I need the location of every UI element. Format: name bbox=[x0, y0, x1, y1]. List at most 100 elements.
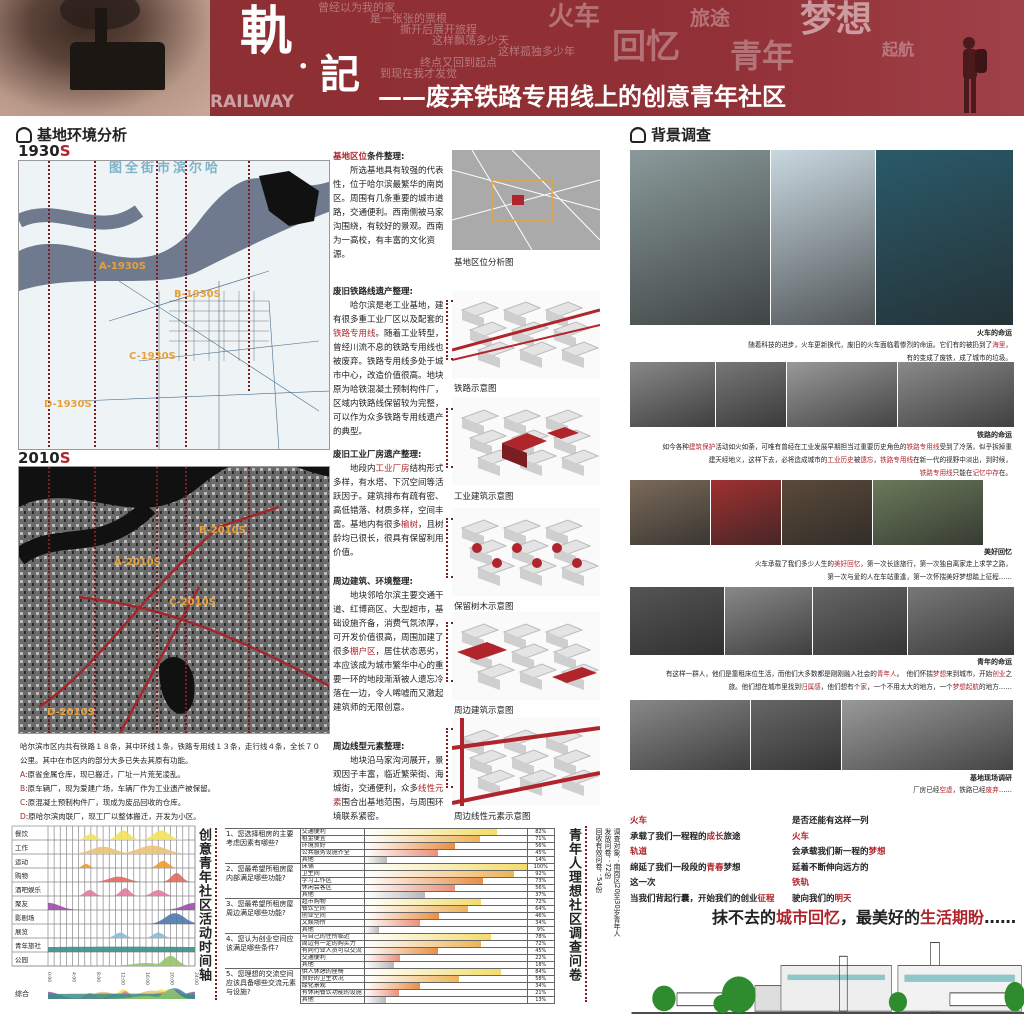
text-segment: 之 bbox=[1005, 670, 1012, 678]
diagram-caption: 保留树木示意图 bbox=[454, 602, 514, 612]
caption-line: 随着科技的进步，火车更新换代，废旧的火车面临着惨烈的命运。它们有的被扔到了海里， bbox=[748, 339, 1012, 352]
activity-area-展览 bbox=[48, 932, 195, 938]
mid-text-block: 基地区位条件整理:所选基地具有较强的代表性，位于哈尔滨最繁华的南岗区。周围有几条… bbox=[333, 150, 445, 262]
text-segment: …… bbox=[998, 786, 1012, 794]
survey-percent: 9% bbox=[526, 926, 556, 934]
survey-bar bbox=[364, 997, 386, 1003]
poem-line: 驶向我们的明天 bbox=[792, 892, 886, 908]
background-photo bbox=[873, 480, 983, 545]
survey-option: 其他 bbox=[299, 856, 365, 864]
x-tick-label: 4:00 bbox=[71, 972, 77, 982]
text-segment: 承载了我们一程程的 bbox=[630, 831, 707, 842]
poem-left: 火车承载了我们一程程的成长旅途轨道绵延了我们一段段的青春梦想这一次当我们背起行囊… bbox=[630, 814, 775, 907]
page-subtitle: ——废弃铁路专用线上的创意青年社区 bbox=[378, 83, 786, 111]
timeline-title: 创意青年社区活动时间轴 bbox=[196, 828, 211, 982]
activity-area-公园 bbox=[48, 955, 195, 966]
era-suffix: S bbox=[59, 449, 71, 467]
survey-bar-cell bbox=[363, 884, 528, 892]
survey-bar bbox=[364, 850, 438, 856]
diagram-caption: 工业建筑示意图 bbox=[454, 492, 514, 502]
poem-line: 火车 bbox=[792, 830, 886, 846]
survey-question: 4、您认为创业空间应该满足哪些条件? bbox=[225, 933, 301, 969]
survey-option: 餐饮空间 bbox=[299, 905, 365, 913]
section-title-text: 基地环境分析 bbox=[37, 126, 128, 144]
survey-bar bbox=[364, 920, 420, 926]
text-segment: 有这样一群人，他们是靠租床位生活，而他们大多数都是刚刚融入社会的 bbox=[665, 670, 877, 678]
total-label: 综合 bbox=[15, 989, 29, 998]
diagram-caption: 基地区位分析图 bbox=[454, 258, 514, 268]
map-label: C-1930S bbox=[129, 351, 176, 362]
section-title-site-analysis: ⌒ 基地环境分析 bbox=[16, 124, 127, 145]
survey-bar bbox=[364, 913, 440, 919]
survey-option: 交通便利 bbox=[299, 954, 365, 962]
text-segment: 只能在 bbox=[952, 469, 973, 477]
survey-option: 文娱场所 bbox=[299, 919, 365, 927]
survey-option: 与自己的住所临近 bbox=[299, 933, 365, 941]
survey-bar-cell bbox=[363, 870, 528, 878]
map-label: A-2010S bbox=[114, 557, 161, 568]
survey-info: 调查对象：南岗区20至30岁青年人 发放问卷：72份 回收有效问卷：54份 bbox=[594, 828, 621, 937]
survey-option: 公共服务设施齐全 bbox=[299, 849, 365, 857]
highlighted-text: 火车 bbox=[792, 831, 810, 842]
survey-bar-cell bbox=[363, 905, 528, 913]
survey-question: 1、您选择租房的主要考虑因素有哪些? bbox=[225, 828, 301, 864]
logo-char: 記 bbox=[320, 51, 360, 98]
x-tick-label: 20:00 bbox=[169, 972, 175, 985]
activity-area-餐饮 bbox=[48, 830, 195, 840]
dotted-connector bbox=[446, 518, 453, 578]
steam-locomotive-photo bbox=[0, 0, 210, 116]
text-segment: 会承载我们新一程的 bbox=[792, 847, 869, 857]
text-segment: ，铁路已经 bbox=[952, 786, 986, 794]
note-letter: D bbox=[20, 812, 26, 821]
diagram-drawing bbox=[452, 718, 600, 806]
series-label: 餐饮 bbox=[15, 829, 29, 838]
text-segment: 周边线型元素整理: bbox=[333, 742, 405, 752]
survey-option: 有同行业人员可以交流 bbox=[299, 947, 365, 955]
mid-paragraph: 地段内工业厂房结构形式多样，有水塔、下沉空间等活跃因子。建筑排布有疏有密、高低错… bbox=[333, 462, 445, 560]
text-segment: 旅途 bbox=[723, 831, 741, 842]
poem-line: 绵延了我们一段段的青春梦想 bbox=[630, 861, 775, 877]
note-a: A:原省金属仓库，现已搬迁，厂址一片荒芜凌乱。 bbox=[20, 768, 320, 782]
keyword: 火车 bbox=[548, 2, 601, 32]
survey-option: 其他 bbox=[299, 961, 365, 969]
survey-option: 创业空间 bbox=[299, 912, 365, 920]
highlighted-text: 废弃 bbox=[985, 786, 999, 794]
poem-line: 会承载我们新一程的梦想 bbox=[792, 845, 886, 861]
survey-percent: 34% bbox=[526, 982, 556, 990]
dotted-connector bbox=[446, 300, 453, 360]
survey-bar-cell bbox=[363, 828, 528, 836]
survey-bar bbox=[364, 899, 482, 905]
diagram-2 bbox=[452, 290, 600, 378]
keyword: 起航 bbox=[882, 40, 915, 59]
poem-right: 是否还能有这样一列火车会承载我们新一程的梦想延着不断伸向远方的铁轨驶向我们的明天 bbox=[792, 814, 886, 907]
survey-bar-cell bbox=[363, 933, 528, 941]
text-segment: 驶向我们的 bbox=[792, 893, 835, 904]
highlighted-text: 生活期盼 bbox=[920, 908, 985, 927]
background-photo bbox=[898, 362, 1014, 427]
survey-percent: 56% bbox=[526, 884, 556, 892]
caption-line: 旅。他们想在城市里找到归属感，他们想有个家，一个不用太大的地方，一个梦想起航的地… bbox=[728, 681, 1012, 694]
survey-bar-cell bbox=[363, 863, 528, 871]
survey-bar-cell bbox=[363, 975, 528, 983]
section-title-text: 背景调查 bbox=[651, 126, 712, 144]
survey-percent: 14% bbox=[526, 856, 556, 864]
diagram-drawing bbox=[452, 398, 600, 486]
text-segment: 建天经地义，这样下去，必将造成城市的 bbox=[708, 456, 828, 464]
x-tick-label: 16:00 bbox=[144, 972, 150, 985]
era-suffix: S bbox=[59, 142, 71, 160]
survey-percent: 71% bbox=[526, 835, 556, 843]
survey-bar bbox=[364, 906, 469, 912]
text-segment: 地段内 bbox=[350, 464, 376, 474]
highlighted-text: 海里 bbox=[992, 341, 1006, 349]
survey-question: 5、您理想的交流空间应该具备哪些交流元素与设施? bbox=[225, 968, 301, 1004]
survey-bar bbox=[364, 955, 401, 961]
map-label: D-1930S bbox=[44, 399, 92, 410]
highlighted-text: 铁路专用线 bbox=[906, 443, 940, 451]
map-label: D-2010S bbox=[47, 707, 95, 718]
x-tick-label: 8:00 bbox=[95, 972, 101, 982]
highlighted-text: 梦想 bbox=[932, 670, 947, 678]
survey-percent: 64% bbox=[526, 905, 556, 913]
mid-paragraph: 哈尔滨是老工业基地，建有很多重工业厂区以及配套的铁路专用线。随着工业转型，曾经川… bbox=[333, 299, 445, 439]
